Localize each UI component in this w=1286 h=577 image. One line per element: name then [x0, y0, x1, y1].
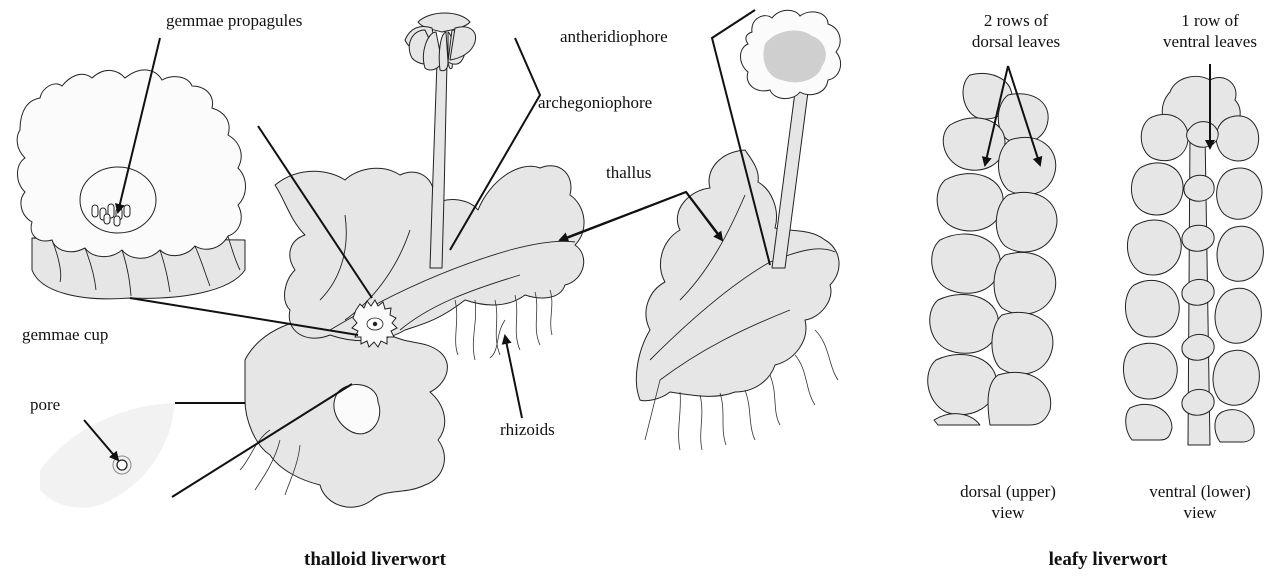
label-pore: pore: [30, 395, 60, 414]
label-rhizoids: rhizoids: [500, 420, 555, 439]
antheridial-chamber: [764, 30, 826, 82]
title-thalloid-liverwort: thalloid liverwort: [304, 549, 447, 570]
label-dorsal-rows-1: 2 rows of: [984, 11, 1049, 30]
label-antheridiophore: antheridiophore: [560, 27, 668, 46]
label-ventral-row-1: 1 row of: [1181, 11, 1239, 30]
label-ventral-row-2: ventral leaves: [1163, 32, 1257, 51]
label-dorsal-rows-2: dorsal leaves: [972, 32, 1060, 51]
label-dorsal-view-2: view: [991, 503, 1025, 522]
pore-inset: [40, 403, 175, 508]
label-thallus: thallus: [606, 163, 651, 182]
label-archegoniophore: archegoniophore: [538, 93, 652, 112]
label-ventral-view-1: ventral (lower): [1149, 482, 1250, 501]
main-thallus: [275, 166, 584, 341]
male-thallus-illustration: [636, 10, 840, 450]
title-leafy-liverwort: leafy liverwort: [1049, 549, 1168, 570]
label-ventral-view-2: view: [1183, 503, 1217, 522]
label-gemmae-propagules: gemmae propagules: [166, 11, 302, 30]
label-gemmae-cup: gemmae cup: [22, 325, 108, 344]
gemmae-cup-inset: [17, 70, 245, 299]
male-thallus: [636, 150, 839, 401]
archegoniophore-head: [405, 13, 476, 71]
label-dorsal-view-1: dorsal (upper): [960, 482, 1056, 501]
leafy-dorsal-view: [928, 74, 1057, 425]
leafy-ventral-view: [1123, 76, 1263, 445]
